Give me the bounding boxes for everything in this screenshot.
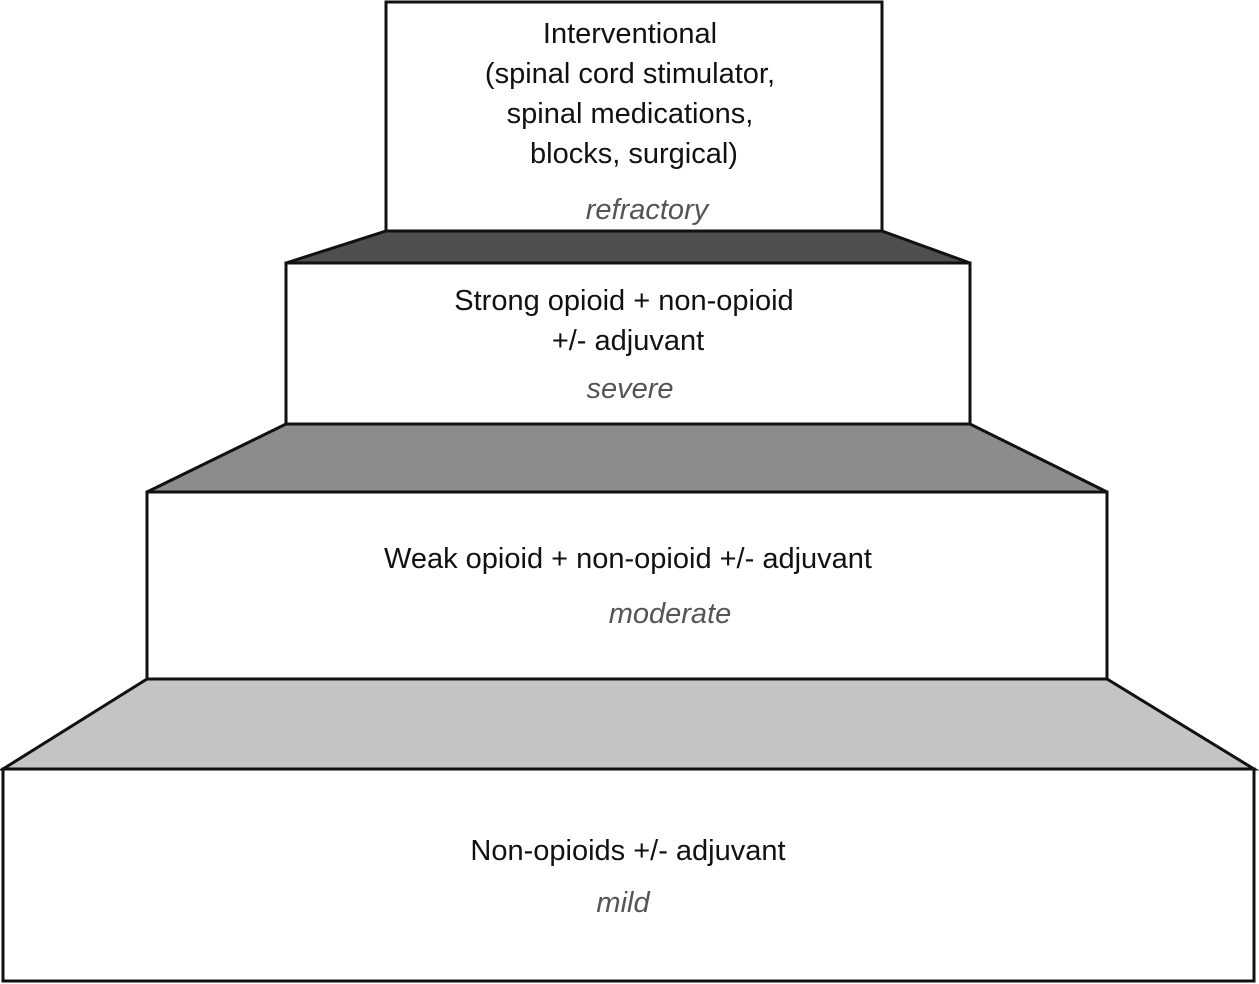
band-moderate-mild (0, 677, 1259, 771)
step-refractory-line-1: Interventional (543, 18, 717, 50)
step-severe-box (284, 261, 972, 426)
svg-text:Strong opioid + non-opioid: Strong opioid + non-opioid +/- adjuvant (454, 285, 801, 357)
step-mild-line-1: Non-opioids +/- adjuvant (470, 835, 785, 867)
step-refractory-severity: refractory (586, 194, 710, 226)
step-mild-box (1, 767, 1256, 983)
step-severe: Strong opioid + non-opioid +/- adjuvant … (284, 261, 972, 426)
step-severe-line-1: Strong opioid + non-opioid (454, 285, 793, 317)
step-mild: Non-opioids +/- adjuvant mild (1, 767, 1256, 983)
step-moderate: Weak opioid + non-opioid +/- adjuvant mo… (145, 490, 1109, 681)
step-refractory-line-4: blocks, surgical) (530, 138, 738, 170)
step-moderate-box (145, 490, 1109, 681)
step-refractory: Interventional (spinal cord stimulator, … (384, 0, 884, 233)
step-refractory-line-3: spinal medications, (507, 98, 754, 130)
step-moderate-severity: moderate (609, 598, 732, 630)
step-refractory-box (384, 0, 884, 233)
step-moderate-line-1: Weak opioid + non-opioid +/- adjuvant (384, 543, 872, 575)
step-refractory-line-2: (spinal cord stimulator, (485, 58, 775, 90)
step-mild-severity: mild (596, 887, 650, 919)
step-severe-severity: severe (586, 373, 673, 405)
svg-text:Interventional (spinal c: Interventional (spinal cord stimulator, … (485, 18, 783, 170)
step-severe-line-2: +/- adjuvant (552, 325, 704, 357)
band-severe-moderate (146, 422, 1108, 494)
band-refractory-severe (285, 229, 971, 265)
